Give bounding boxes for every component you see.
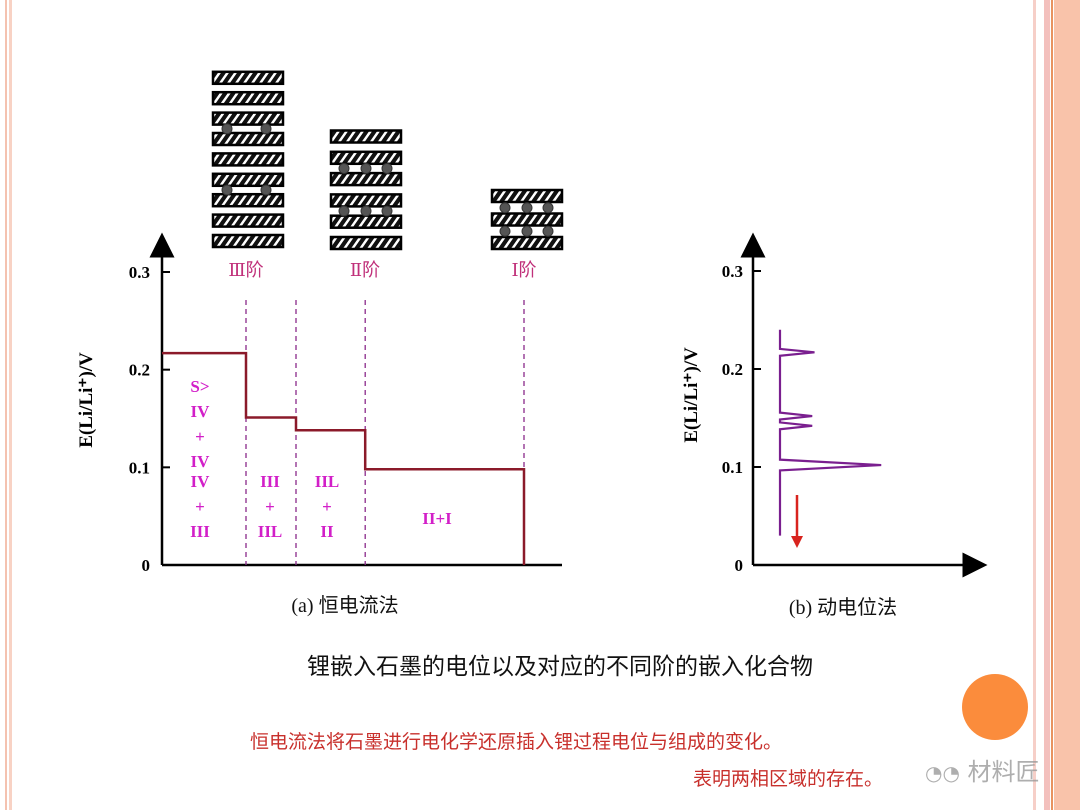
left-border-2	[9, 0, 12, 810]
region-label: III	[190, 522, 210, 541]
region-label: S>	[190, 377, 209, 396]
lithium-ion	[338, 205, 350, 217]
decorative-circle	[962, 674, 1028, 740]
y-tick-label: 0.2	[129, 361, 150, 380]
graphite-layer	[329, 193, 403, 208]
lithium-ion	[542, 202, 554, 214]
y-tick-label: 0.2	[722, 360, 743, 379]
chart-a-caption: (a) 恒电流法	[291, 594, 398, 617]
region-label: IV	[191, 402, 211, 421]
graphite-layer	[211, 233, 285, 249]
region-label: IV	[191, 472, 211, 491]
region-label: IIL	[315, 472, 340, 491]
voltammetry-curve	[778, 329, 882, 536]
chart-b-caption: (b) 动电位法	[789, 596, 897, 619]
graphite-layer	[329, 214, 403, 229]
graphite-layer	[490, 188, 564, 204]
graphite-stacks	[211, 70, 564, 251]
y-tick-label: 0.1	[722, 458, 743, 477]
region-label: +	[195, 497, 205, 516]
left-border	[5, 0, 7, 810]
lithium-ion	[521, 202, 533, 214]
lithium-ion	[260, 123, 272, 135]
potential-step-curve	[162, 351, 526, 565]
stage-label-1: Ⅰ阶	[511, 260, 536, 280]
graphite-layer	[329, 150, 403, 166]
chart-b: 0 0.1 0.2 0.3 E(Li/Li⁺)/V (b) 动电位法	[681, 232, 988, 619]
region-label: II+I	[422, 509, 452, 528]
lithium-ion	[338, 162, 350, 174]
graphite-layer	[329, 171, 403, 187]
lithium-ion	[542, 225, 554, 237]
region-label: II	[320, 522, 334, 541]
graphite-layer	[211, 172, 285, 188]
y-tick-label: 0	[735, 556, 744, 575]
lithium-ion	[221, 123, 233, 135]
right-border	[1033, 0, 1036, 810]
region-label: IIL	[258, 522, 283, 541]
region-label: +	[322, 497, 332, 516]
y-axis-label: E(Li/Li⁺)/V	[76, 352, 97, 448]
stage-label-2: Ⅱ阶	[350, 260, 380, 280]
region-label: +	[265, 497, 275, 516]
note-line-1: 恒电流法将石墨进行电化学还原插入锂过程电位与组成的变化。	[250, 731, 783, 753]
graphite-layer	[211, 192, 285, 208]
graphite-layer	[211, 152, 285, 167]
graphite-layer	[329, 235, 403, 251]
lithium-ion	[499, 225, 511, 237]
arrow-head-icon	[791, 536, 803, 548]
y-tick-label: 0.3	[722, 262, 743, 281]
stage-label-3: Ⅲ阶	[228, 260, 263, 280]
lithium-ion	[499, 202, 511, 214]
lithium-ion	[381, 205, 393, 217]
watermark-text: 材料匠	[967, 758, 1040, 786]
graphite-layer	[490, 212, 564, 227]
y-tick-label: 0	[142, 556, 151, 575]
y-tick-label: 0.3	[129, 263, 150, 282]
graphite-layer	[211, 70, 285, 86]
region-label: IV	[191, 452, 211, 471]
right-border-2	[1044, 0, 1050, 810]
slide-title: 锂嵌入石墨的电位以及对应的不同阶的嵌入化合物	[307, 654, 813, 680]
y-axis-label: E(Li/Li⁺)/V	[681, 347, 702, 443]
lithium-ion	[521, 225, 533, 237]
graphite-layer	[490, 235, 564, 251]
graphite-layer	[211, 213, 285, 228]
lithium-ion	[260, 184, 272, 196]
graphite-layer	[211, 131, 285, 147]
graphite-layer	[329, 129, 403, 144]
graphite-layer	[211, 90, 285, 106]
lithium-ion	[360, 205, 372, 217]
lithium-ion	[381, 162, 393, 174]
graphite-layer	[211, 111, 285, 126]
lithium-ion	[221, 184, 233, 196]
region-label: III	[260, 472, 280, 491]
y-tick-label: 0.1	[129, 458, 150, 477]
right-border-4	[1054, 0, 1080, 810]
wechat-icon: ◔◔	[925, 761, 960, 785]
lithium-ion	[360, 162, 372, 174]
chart-a: 00.10.20.3 E(Li/Li⁺)/V S>IV+IVIV+IIIIII+…	[76, 232, 562, 617]
watermark: ◔◔ 材料匠	[925, 752, 1040, 787]
right-border-3	[1051, 0, 1053, 810]
note-line-2: 表明两相区域的存在。	[693, 768, 884, 790]
region-label: +	[195, 427, 205, 446]
